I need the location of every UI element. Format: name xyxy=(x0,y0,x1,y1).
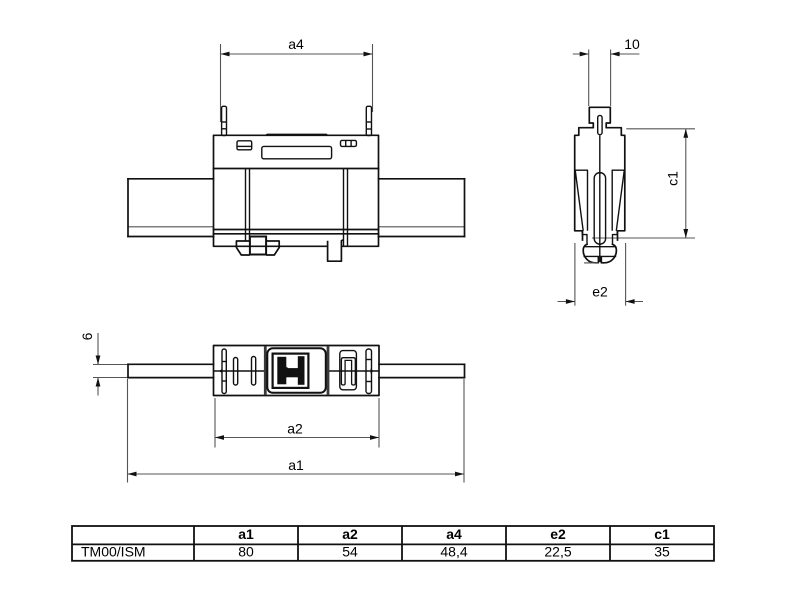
svg-text:a1: a1 xyxy=(288,457,304,473)
svg-text:TM00/ISM: TM00/ISM xyxy=(81,544,146,560)
svg-text:48,4: 48,4 xyxy=(440,544,467,560)
svg-text:a2: a2 xyxy=(342,526,358,542)
svg-text:22,5: 22,5 xyxy=(544,544,571,560)
svg-text:e2: e2 xyxy=(592,284,608,300)
svg-text:10: 10 xyxy=(624,36,640,52)
svg-text:35: 35 xyxy=(654,544,670,560)
svg-text:a1: a1 xyxy=(238,526,254,542)
svg-text:a2: a2 xyxy=(287,421,303,437)
svg-text:6: 6 xyxy=(79,332,95,340)
svg-text:a4: a4 xyxy=(446,526,462,542)
svg-text:80: 80 xyxy=(238,544,254,560)
svg-text:c1: c1 xyxy=(665,171,681,186)
svg-text:a4: a4 xyxy=(288,36,304,52)
svg-text:e2: e2 xyxy=(550,526,566,542)
svg-text:c1: c1 xyxy=(654,526,670,542)
svg-text:54: 54 xyxy=(342,544,358,560)
